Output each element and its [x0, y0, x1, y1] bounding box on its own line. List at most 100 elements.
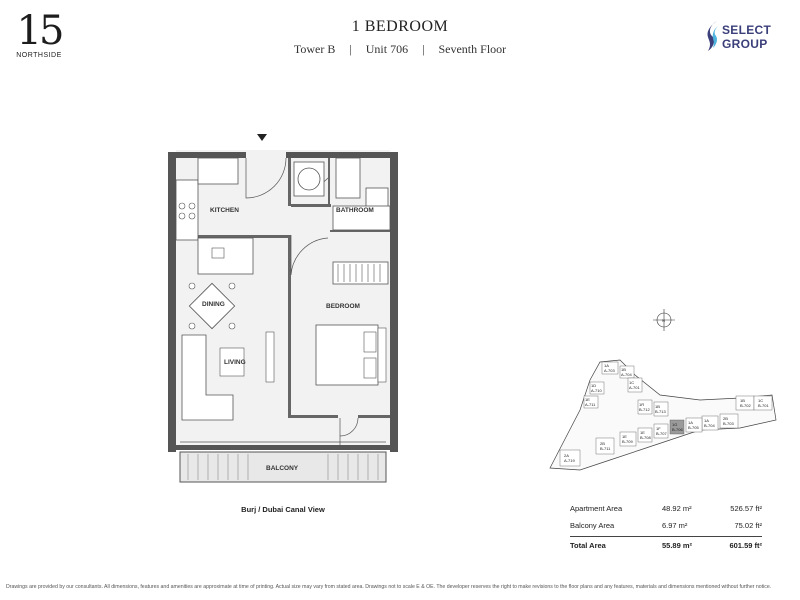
- washer: [293, 161, 325, 197]
- floor-plan: KITCHEN BATHROOM DINING BEDROOM LIVING B…: [168, 140, 398, 486]
- balcony-area: [179, 451, 387, 483]
- bathroom-label: BATHROOM: [336, 207, 374, 214]
- area-m2: 6.97 m²: [662, 521, 688, 530]
- svg-text:A-710: A-710: [591, 388, 602, 393]
- unit-cell: [653, 423, 669, 439]
- balcony-railing: [187, 454, 379, 480]
- svg-text:B-703: B-703: [723, 421, 734, 426]
- separator: |: [349, 42, 352, 56]
- svg-text:1E: 1E: [640, 430, 645, 435]
- unit-cell: [685, 417, 703, 433]
- select-group-mark-icon: [707, 21, 718, 51]
- sink-icon: [211, 247, 225, 259]
- svg-text:A-711: A-711: [585, 402, 596, 407]
- unit-cell: [559, 449, 581, 467]
- dining-table: [188, 282, 236, 330]
- svg-text:A-703: A-703: [604, 368, 615, 373]
- unit-labels: 1AA-703 1BA-704 1CA-701 1DA-710 1EA-711 …: [564, 363, 769, 463]
- highlighted-unit-cell: [669, 419, 685, 435]
- svg-text:1A: 1A: [688, 420, 693, 425]
- unit-details: Tower B|Unit 706|Seventh Floor: [0, 42, 800, 57]
- area-ft2: 526.57 ft²: [730, 504, 762, 513]
- bedroom-label: BEDROOM: [326, 303, 360, 310]
- wardrobe-hangers: [337, 264, 381, 282]
- svg-text:B-701: B-701: [758, 403, 769, 408]
- table-row: Apartment Area 48.92 m² 526.57 ft²: [570, 500, 762, 517]
- svg-text:1R: 1R: [639, 402, 644, 407]
- unit-cell: [627, 377, 643, 393]
- compass-icon: N: [653, 309, 675, 331]
- svg-text:A-719: A-719: [564, 458, 575, 463]
- area-table: Apartment Area 48.92 m² 526.57 ft² Balco…: [570, 500, 762, 554]
- logo-name: NORTHSIDE: [16, 52, 62, 59]
- unit-cell: [619, 431, 637, 447]
- logo-line-1: SELECT: [722, 23, 772, 37]
- northside-logo: 15 NORTHSIDE: [14, 11, 64, 59]
- svg-text:B-713: B-713: [655, 409, 666, 414]
- svg-text:2B: 2B: [600, 441, 605, 446]
- total-ft2: 601.59 ft²: [729, 541, 762, 550]
- unit-cell: [637, 399, 653, 415]
- total-m2: 55.89 m²: [662, 541, 693, 550]
- area-m2: 48.92 m²: [662, 504, 692, 513]
- unit-cell: [595, 437, 615, 455]
- svg-text:1A: 1A: [704, 418, 709, 423]
- unit-cell: [619, 365, 635, 379]
- tv-unit: [265, 331, 275, 383]
- svg-text:1F: 1F: [656, 426, 661, 431]
- svg-text:1C: 1C: [758, 398, 763, 403]
- svg-text:B-702: B-702: [740, 403, 751, 408]
- svg-text:B-712: B-712: [639, 407, 650, 412]
- page-title: 1 BEDROOM: [351, 18, 449, 35]
- area-label: Balcony Area: [570, 521, 615, 530]
- page-header: 1 BEDROOM Tower B|Unit 706|Seventh Floor: [0, 18, 800, 57]
- area-ft2: 75.02 ft²: [734, 521, 762, 530]
- unit-cell: [583, 395, 599, 409]
- fridge: [197, 157, 239, 185]
- svg-text:B-706: B-706: [672, 427, 683, 432]
- svg-text:B-704: B-704: [704, 423, 715, 428]
- shower: [332, 205, 391, 231]
- logo-line-2: GROUP: [722, 37, 768, 51]
- tower-label: Tower B: [293, 42, 336, 56]
- unit-label: Unit 706: [365, 42, 409, 56]
- disclaimer: Drawings are provided by our consultants…: [6, 584, 772, 590]
- svg-text:B-705: B-705: [688, 425, 699, 430]
- svg-text:1B: 1B: [621, 367, 626, 372]
- svg-text:B-709: B-709: [622, 439, 633, 444]
- unit-cell: [601, 361, 619, 375]
- svg-text:1B: 1B: [740, 398, 745, 403]
- view-caption: Burj / Dubai Canal View: [241, 505, 325, 514]
- area-label: Apartment Area: [570, 504, 623, 513]
- unit-cell: [719, 413, 739, 429]
- svg-text:B-707: B-707: [656, 431, 667, 436]
- interior-walls: [198, 158, 390, 418]
- svg-text:1E: 1E: [622, 434, 627, 439]
- svg-text:1E: 1E: [585, 397, 590, 402]
- select-group-logo: SELECT GROUP: [706, 20, 786, 54]
- dining-label: DINING: [202, 301, 225, 308]
- living-label: LIVING: [224, 359, 246, 366]
- key-plan-drawing: N 1AA-703 1BA-704: [549, 309, 777, 471]
- compass-label: N: [662, 318, 665, 323]
- total-label: Total Area: [570, 541, 606, 550]
- hob-icon: [178, 202, 196, 220]
- unit-cell: [589, 381, 605, 395]
- svg-text:1G: 1G: [672, 422, 677, 427]
- toilet: [335, 157, 361, 199]
- balcony-label: BALCONY: [266, 465, 299, 472]
- kitchen-island: [197, 237, 254, 275]
- svg-text:1A: 1A: [604, 363, 609, 368]
- svg-text:A-704: A-704: [621, 372, 632, 377]
- svg-text:2A: 2A: [564, 453, 569, 458]
- kitchen-counter: [175, 179, 199, 241]
- entry-arrow-icon: [257, 134, 267, 141]
- svg-text:2B: 2B: [723, 416, 728, 421]
- separator: |: [422, 42, 425, 56]
- kitchen-label: KITCHEN: [210, 207, 239, 214]
- total-row: Total Area 55.89 m² 601.59 ft²: [570, 536, 762, 554]
- unit-cell: [653, 401, 669, 417]
- sofa: [181, 334, 234, 421]
- svg-text:1C: 1C: [629, 380, 634, 385]
